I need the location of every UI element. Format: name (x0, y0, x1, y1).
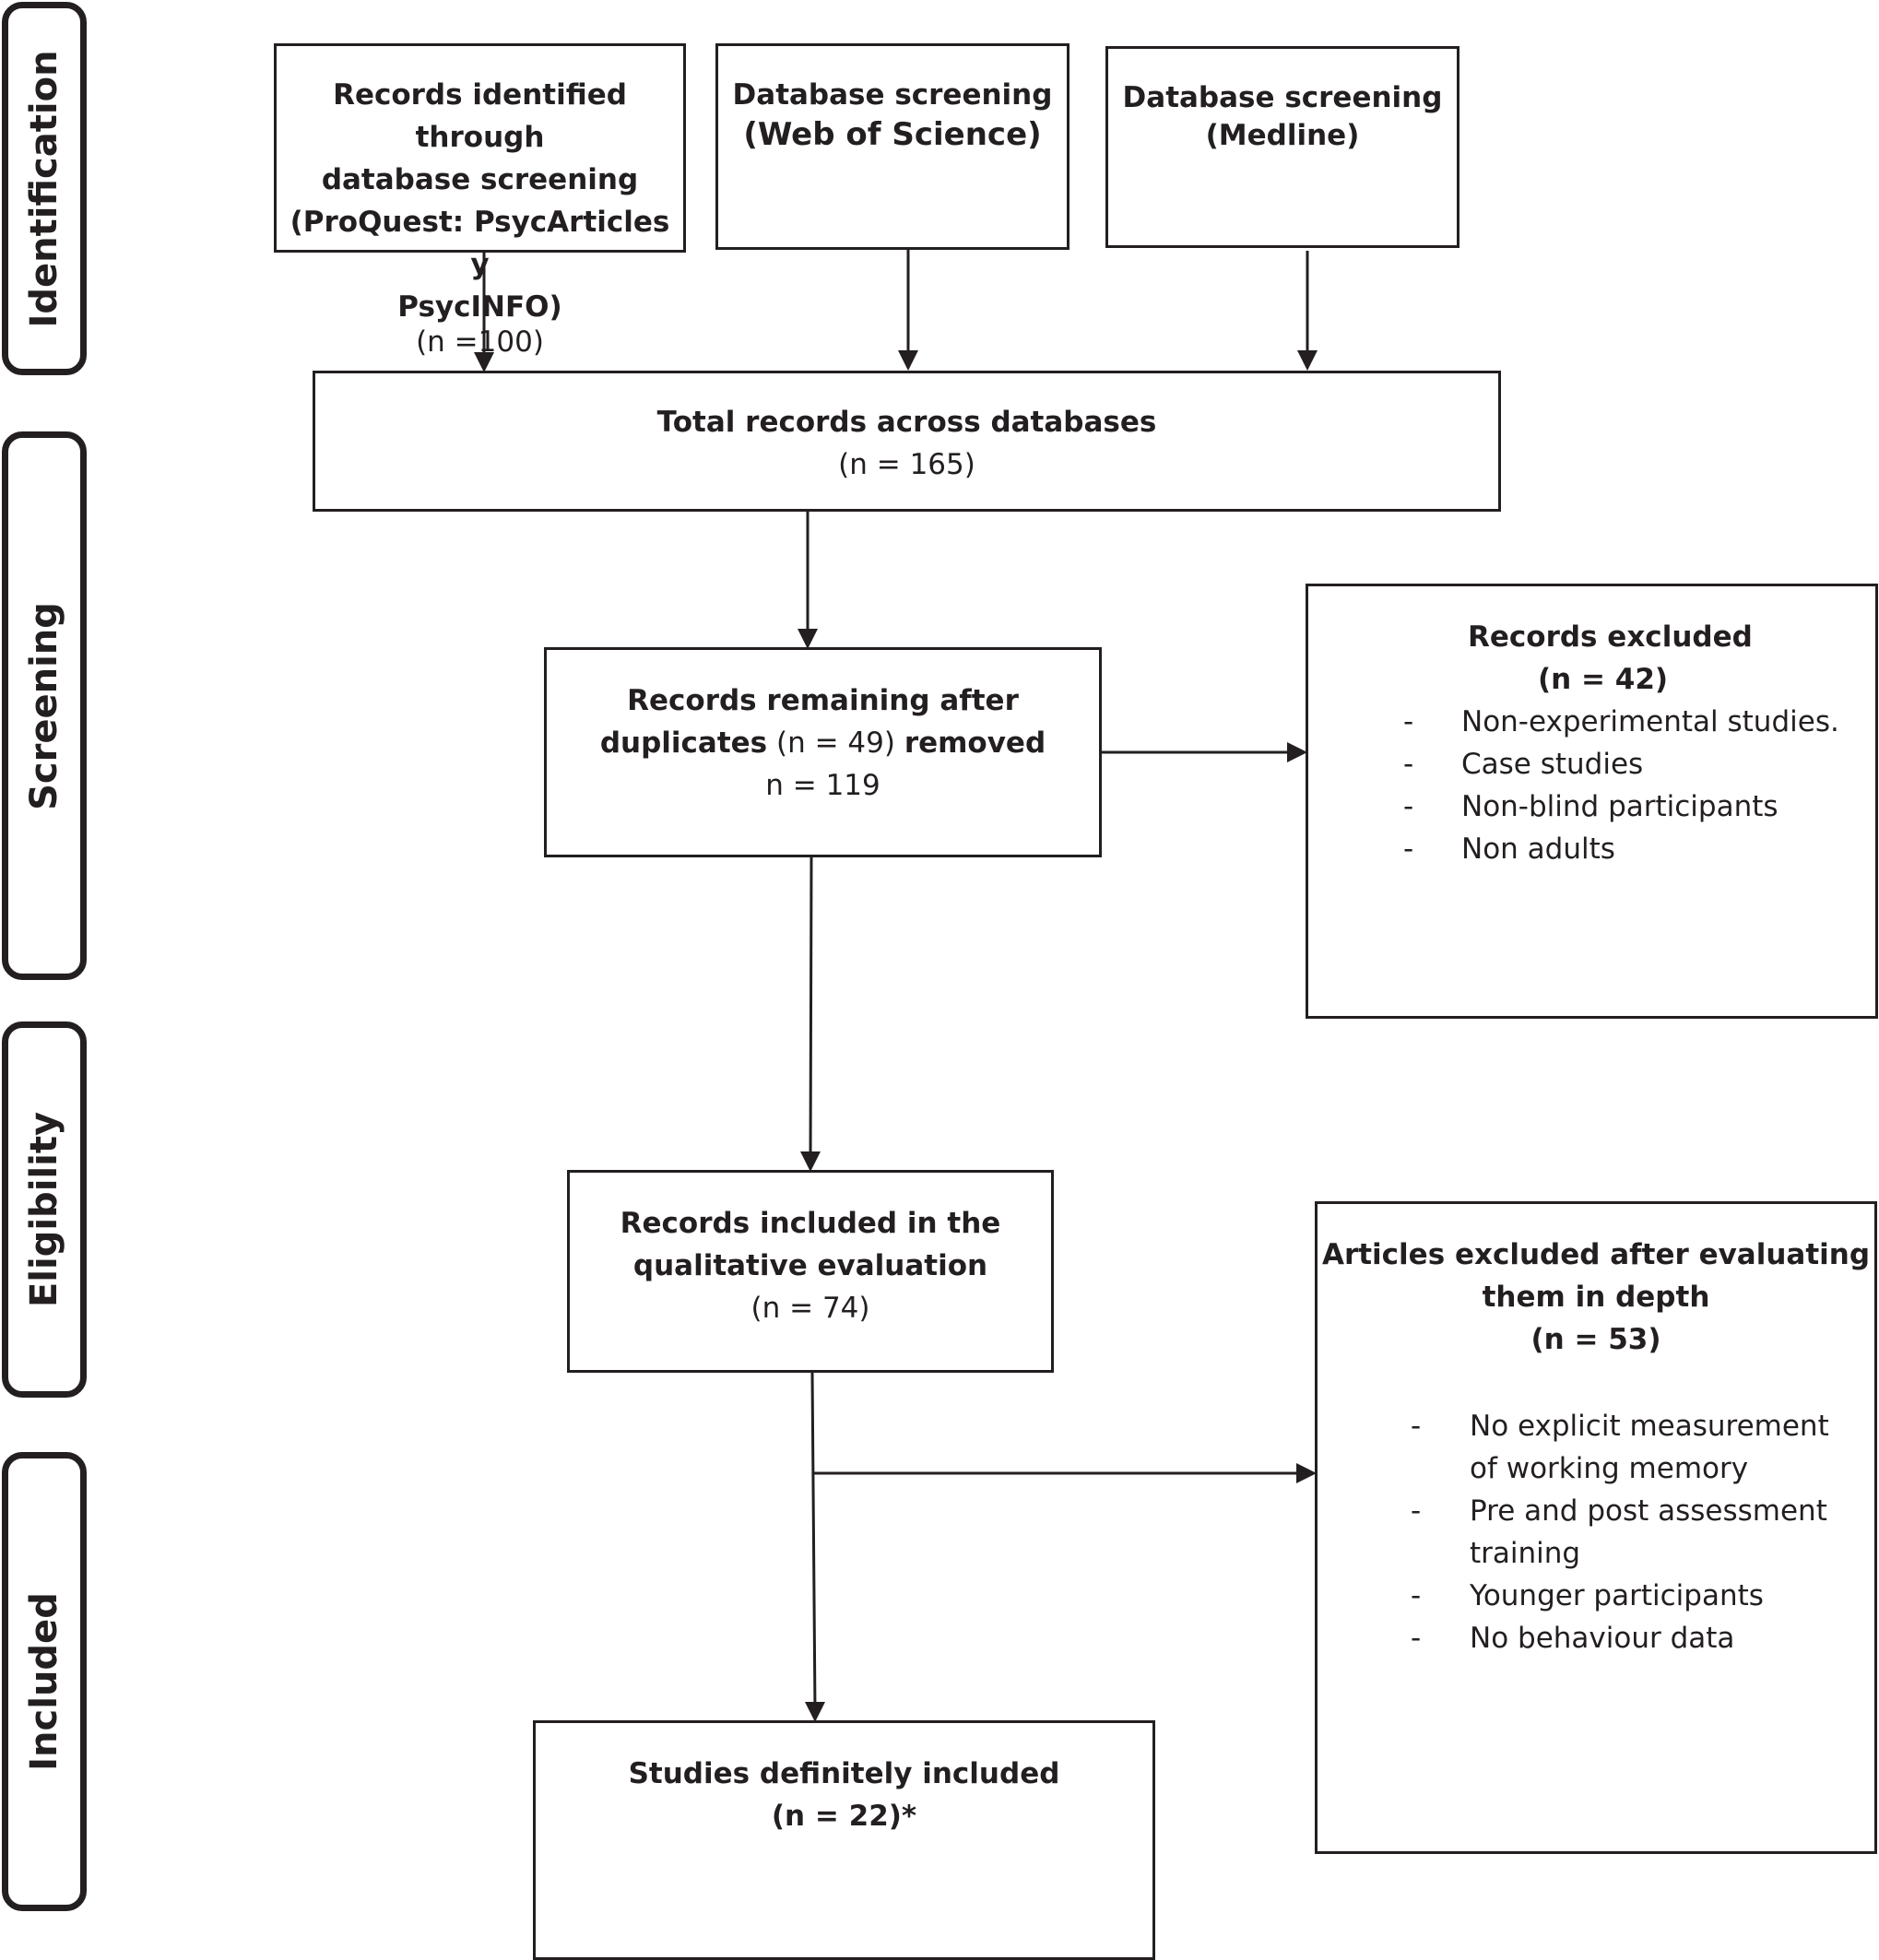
bullet-dash: - (1411, 1622, 1422, 1655)
remaining-line1: Records remaining after (627, 684, 1019, 717)
excluded1-count: (n = 42) (1538, 663, 1669, 696)
arrowhead (474, 352, 494, 372)
bullet-dash: - (1411, 1494, 1422, 1528)
excluded2-item-0-line1: of working memory (1470, 1452, 1749, 1485)
remaining-count: n = 119 (765, 769, 880, 802)
excluded2-line2: them in depth (1482, 1281, 1710, 1314)
box-records-excluded: Records excluded (n = 42) - Non-experimen… (1306, 584, 1878, 1019)
excluded1-item-1: Case studies (1461, 748, 1644, 781)
list-item: - No behaviour data (1318, 1617, 1874, 1659)
box-studies-included: Studies definitely included (n = 22)* (533, 1720, 1155, 1960)
list-item: - Non-blind participants (1308, 785, 1875, 828)
excluded1-item-0: Non-experimental studies. (1461, 705, 1839, 738)
medline-line1: Database screening (1122, 81, 1443, 114)
excluded2-item-1-line1: training (1470, 1537, 1581, 1570)
wos-line2: (Web of Science) (743, 116, 1042, 153)
list-item: - Non adults (1308, 828, 1875, 870)
wos-line1: Database screening (732, 78, 1053, 112)
proquest-line2: database screening (321, 163, 639, 196)
arrow-qualitative-to-final (810, 1372, 820, 1712)
arrowhead (1296, 1463, 1317, 1483)
excluded2-line1: Articles excluded after evaluating (1321, 1238, 1871, 1271)
box-qualitative-evaluation: Records included in the qualitative eval… (567, 1170, 1054, 1373)
remaining-removed-label: removed (904, 726, 1046, 760)
excluded1-list: - Non-experimental studies. - Case studies… (1308, 701, 1875, 870)
phase-screening: Screening (2, 431, 87, 980)
phase-eligibility: Eligibility (2, 1021, 87, 1398)
remaining-duplicates-label: duplicates (599, 726, 768, 760)
total-count: (n = 165) (838, 448, 975, 481)
bullet-dash: - (1403, 790, 1414, 823)
list-item: - No explicit measurement of working mem… (1318, 1405, 1874, 1490)
excluded1-item-3: Non adults (1461, 832, 1615, 866)
phase-included: Included (2, 1452, 87, 1911)
total-title: Total records across databases (656, 406, 1157, 439)
bullet-dash: - (1411, 1579, 1422, 1612)
proquest-line1: Records identified through (333, 78, 627, 154)
proquest-line3: (ProQuest: PsycArticles y (290, 206, 670, 281)
bullet-dash: - (1403, 832, 1414, 866)
box-medline: Database screening (Medline) (1105, 46, 1459, 248)
final-title: Studies definitely included (628, 1757, 1060, 1790)
qualitative-count: (n = 74) (750, 1292, 870, 1325)
box-web-of-science: Database screening (Web of Science) (715, 43, 1069, 250)
medline-line2: (Medline) (1205, 119, 1360, 152)
arrowhead (898, 350, 918, 371)
arrowhead (800, 1151, 821, 1172)
remaining-duplicates-count: (n = 49) (775, 726, 895, 760)
arrowhead (798, 629, 818, 649)
arrowhead (805, 1702, 825, 1722)
excluded2-item-3-line0: No behaviour data (1470, 1622, 1735, 1655)
list-item: - Younger participants (1318, 1575, 1874, 1617)
excluded1-item-2: Non-blind participants (1461, 790, 1779, 823)
excluded2-count: (n = 53) (1530, 1323, 1661, 1356)
box-articles-excluded: Articles excluded after evaluating them … (1315, 1201, 1877, 1854)
proquest-count: (n =100) (416, 325, 544, 359)
box-proquest: Records identified through database scre… (274, 43, 686, 357)
box-total-records: Total records across databases (n = 165) (313, 371, 1501, 512)
list-item: - Pre and post assessment training (1318, 1490, 1874, 1575)
excluded2-list: - No explicit measurement of working mem… (1318, 1405, 1874, 1659)
remaining-line2: duplicates (n = 49) removed (547, 722, 1099, 764)
list-item: - Case studies (1308, 743, 1875, 785)
excluded1-title: Records excluded (1468, 620, 1753, 654)
bullet-dash: - (1403, 748, 1414, 781)
final-count: (n = 22)* (771, 1800, 917, 1833)
list-item: - Non-experimental studies. (1308, 701, 1875, 743)
box-records-remaining: Records remaining after duplicates (n = … (544, 647, 1102, 857)
phase-identification: Identification (2, 2, 87, 375)
qualitative-line2: qualitative evaluation (632, 1249, 988, 1282)
excluded2-item-1-line0: Pre and post assessment (1470, 1494, 1827, 1528)
excluded2-item-0-line0: No explicit measurement (1470, 1410, 1829, 1443)
bullet-dash: - (1411, 1410, 1422, 1443)
arrowhead (1287, 742, 1307, 762)
arrow-remaining-to-qualitative (806, 856, 816, 1162)
bullet-dash: - (1403, 705, 1414, 738)
proquest-line4: PsycINFO) (397, 290, 562, 324)
excluded2-item-2-line0: Younger participants (1470, 1579, 1764, 1612)
qualitative-line1: Records included in the (620, 1207, 1001, 1240)
arrowhead (1297, 350, 1318, 371)
